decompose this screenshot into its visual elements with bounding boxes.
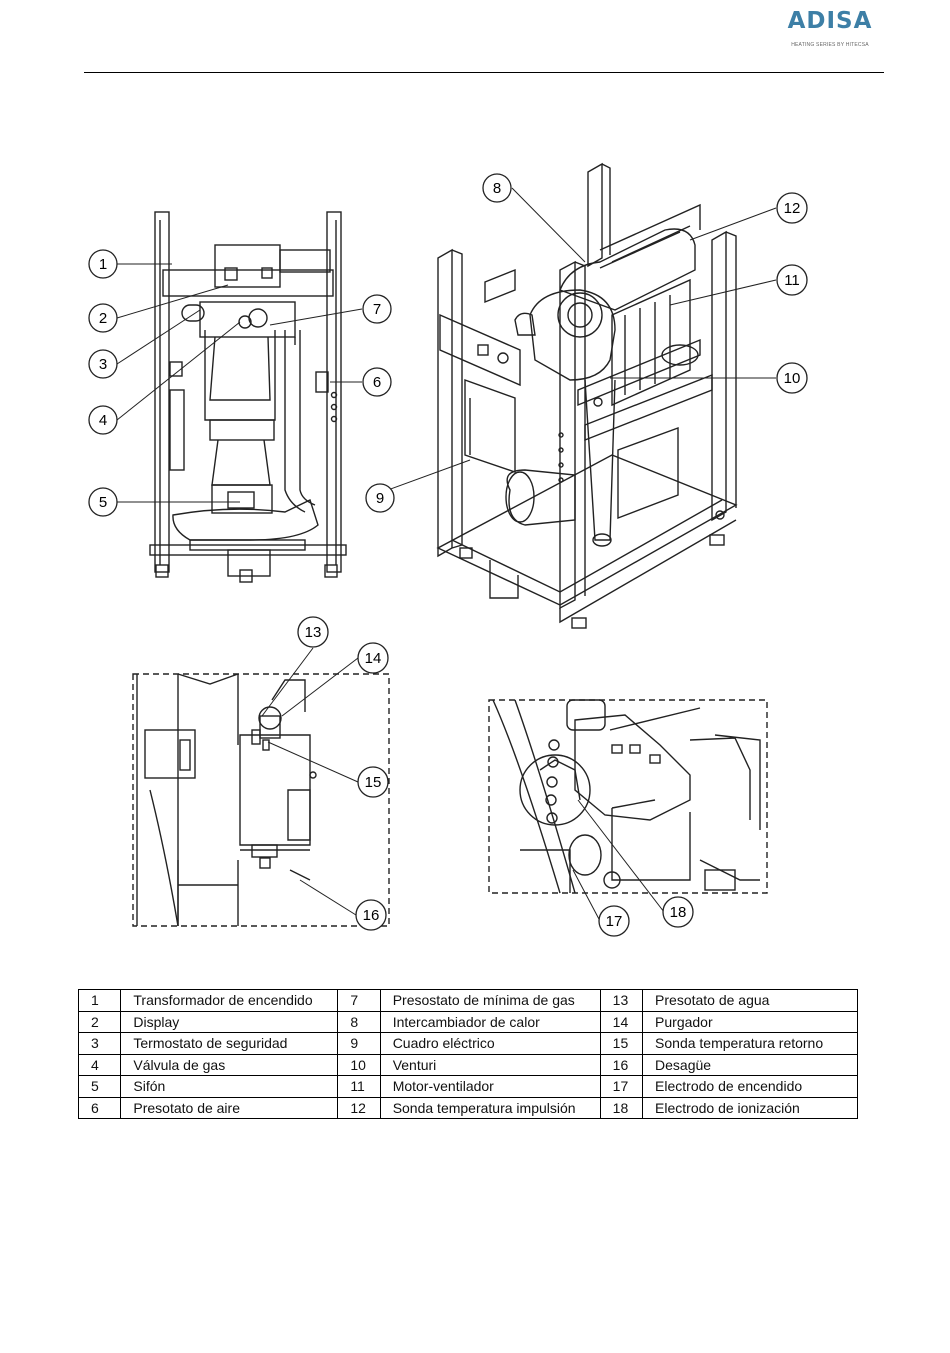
callout-13: 13 [297, 616, 329, 648]
svg-text:15: 15 [365, 774, 382, 791]
header-rule [84, 72, 884, 73]
part-name-cell: Sonda temperatura impulsión [379, 1096, 601, 1119]
svg-text:1: 1 [99, 256, 107, 273]
callout-8: 8 [482, 173, 512, 203]
callout-18: 18 [662, 896, 694, 928]
svg-text:9: 9 [376, 490, 384, 507]
part-number-cell: 2 [77, 1010, 122, 1033]
part-name-cell: Venturi [379, 1053, 601, 1076]
callout-14: 14 [357, 642, 389, 674]
part-number-cell: 15 [599, 1032, 644, 1055]
part-name-cell: Transformador de encendido [120, 989, 339, 1012]
svg-text:3: 3 [99, 356, 107, 373]
part-number-cell: 1 [77, 989, 122, 1012]
callout-12: 12 [776, 192, 808, 224]
part-number-cell: 18 [599, 1096, 644, 1119]
svg-text:5: 5 [99, 494, 107, 511]
part-name-cell: Purgador [642, 1010, 858, 1033]
part-number-cell: 10 [337, 1053, 381, 1076]
part-number-cell: 9 [337, 1032, 381, 1055]
svg-text:12: 12 [784, 200, 801, 217]
part-name-cell: Válvula de gas [120, 1053, 339, 1076]
part-name-cell: Electrodo de ionización [642, 1096, 858, 1119]
svg-text:4: 4 [99, 412, 107, 429]
svg-text:13: 13 [305, 624, 322, 641]
callout-7: 7 [362, 294, 392, 324]
svg-text:17: 17 [606, 913, 623, 930]
callout-17: 17 [598, 905, 630, 937]
logo-subtext: HEATING SERIES BY HITECSA [791, 42, 869, 48]
part-name-cell: Sonda temperatura retorno [642, 1032, 858, 1055]
company-logo: ADISA HEATING SERIES BY HITECSA [780, 8, 880, 56]
callout-16: 16 [355, 899, 387, 931]
callout-1: 1 [88, 249, 118, 279]
part-number-cell: 16 [599, 1053, 644, 1076]
part-name-cell: Presotato de aire [120, 1096, 339, 1119]
part-number-cell: 5 [77, 1075, 122, 1098]
callout-6: 6 [362, 367, 392, 397]
part-name-cell: Intercambiador de calor [379, 1010, 601, 1033]
part-number-cell: 13 [599, 989, 644, 1012]
svg-text:11: 11 [784, 272, 800, 289]
svg-text:10: 10 [784, 370, 801, 387]
front-view-drawing [149, 211, 347, 583]
part-name-cell: Motor-ventilador [379, 1075, 601, 1098]
callout-11: 11 [776, 264, 808, 296]
part-name-cell: Sifón [120, 1075, 339, 1098]
callout-4: 4 [88, 405, 118, 435]
part-name-cell: Electrodo de encendido [642, 1075, 858, 1098]
callout-2: 2 [88, 303, 118, 333]
svg-text:7: 7 [373, 301, 381, 318]
svg-text:8: 8 [493, 180, 501, 197]
part-name-cell: Cuadro eléctrico [379, 1032, 601, 1055]
part-number-cell: 7 [337, 989, 381, 1012]
logo-text: ADISA [787, 8, 873, 34]
part-name-cell: Display [120, 1010, 339, 1033]
callout-15: 15 [357, 766, 389, 798]
svg-text:2: 2 [99, 310, 107, 327]
detail-view-siphon [132, 673, 390, 927]
leader-lines [116, 187, 777, 922]
svg-text:14: 14 [365, 650, 382, 667]
part-number-cell: 4 [77, 1053, 122, 1076]
svg-text:16: 16 [363, 907, 380, 924]
part-name-cell: Termostato de seguridad [120, 1032, 339, 1055]
part-number-cell: 14 [599, 1010, 644, 1033]
part-number-cell: 17 [599, 1075, 644, 1098]
part-name-cell: Presotato de agua [642, 989, 858, 1012]
part-number-cell: 8 [337, 1010, 381, 1033]
svg-text:18: 18 [670, 904, 687, 921]
callout-9: 9 [365, 483, 395, 513]
part-number-cell: 11 [337, 1075, 381, 1098]
callout-circles: 1 2 3 4 5 6 7 8 9 10 11 12 13 14 15 16 1… [88, 173, 808, 937]
part-number-cell: 12 [337, 1096, 381, 1119]
detail-view-burner [488, 699, 768, 894]
svg-text:6: 6 [373, 374, 381, 391]
part-number-cell: 6 [77, 1096, 122, 1119]
part-number-cell: 3 [77, 1032, 122, 1055]
callout-5: 5 [88, 487, 118, 517]
callout-10: 10 [776, 362, 808, 394]
part-name-cell: Desagüe [642, 1053, 858, 1076]
part-name-cell: Presostato de mínima de gas [379, 989, 601, 1012]
isometric-view-drawing [436, 162, 738, 629]
callout-3: 3 [88, 349, 118, 379]
